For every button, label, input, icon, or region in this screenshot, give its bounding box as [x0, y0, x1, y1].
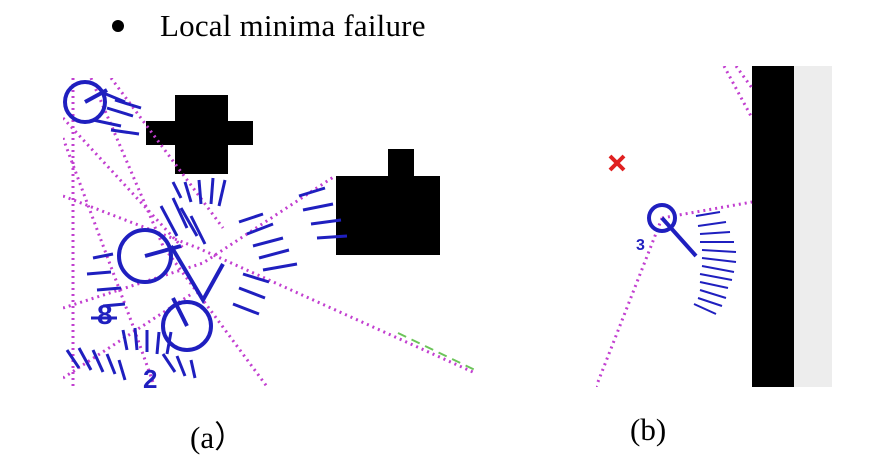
ray-group — [65, 347, 127, 381]
path-line — [722, 66, 754, 119]
bullet-item: Local minima failure — [112, 6, 426, 46]
ray-group — [171, 177, 227, 207]
ray-group — [238, 212, 298, 272]
ray-group — [161, 353, 197, 379]
robot-circle — [161, 300, 213, 352]
green-trail — [397, 332, 475, 371]
bullet-text: Local minima failure — [160, 8, 426, 43]
path-line — [63, 194, 475, 375]
robot-circle — [117, 228, 173, 284]
robot-link — [169, 244, 225, 305]
ray-group — [121, 327, 173, 355]
dotted-paths — [596, 66, 754, 387]
path-line — [734, 66, 754, 89]
path-line — [89, 78, 270, 388]
robot-circle — [647, 203, 677, 233]
goal-x-icon — [608, 154, 626, 172]
path-line — [63, 291, 194, 380]
ray-group — [298, 186, 348, 240]
robot-heading — [84, 88, 108, 104]
ray-group — [86, 252, 126, 320]
ray-group — [693, 211, 737, 315]
path-line — [63, 174, 336, 310]
obstacles — [146, 95, 440, 255]
panel-b-figure: 3 — [596, 66, 832, 387]
panel-a-figure: 8 2 — [63, 78, 475, 388]
robots — [63, 80, 225, 352]
robot-heading — [144, 244, 182, 258]
robot-circle — [63, 80, 107, 124]
robots — [647, 203, 698, 258]
robot-id-label: 8 — [97, 299, 113, 330]
robot-id-label: 3 — [636, 237, 645, 254]
panel-b-drawing: 3 — [596, 66, 832, 387]
robot-heading — [171, 297, 189, 327]
caption-a: (a） — [190, 420, 246, 455]
obstacle-block — [336, 149, 440, 255]
bullet-dot-icon — [112, 20, 124, 32]
ray-group — [232, 272, 270, 316]
robot-heading — [660, 216, 698, 258]
sensor-rays — [65, 90, 348, 381]
ray-group — [159, 197, 207, 245]
sensor-rays — [693, 211, 737, 315]
path-line — [63, 137, 157, 388]
panel-a-drawing: 8 2 — [63, 78, 475, 388]
path-line — [596, 217, 664, 387]
caption-b: (b) — [630, 412, 667, 447]
obstacle-cross — [146, 95, 253, 174]
obstacle-wall — [752, 66, 794, 387]
wall-background — [794, 66, 832, 387]
ray-group — [92, 90, 142, 136]
robot-id-label: 2 — [143, 364, 157, 388]
